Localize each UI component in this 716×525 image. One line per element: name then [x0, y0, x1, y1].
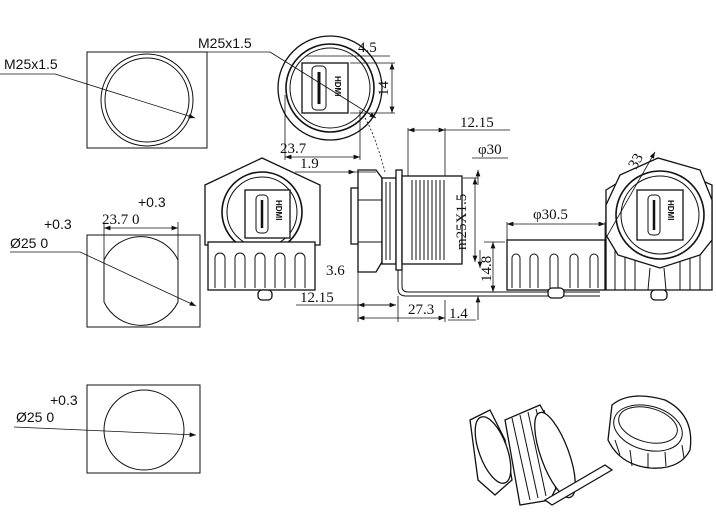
- top-view-connector: HDMI M25x1.5 4.5 14 23.7: [198, 35, 395, 173]
- top-view-dim-a: 4.5: [358, 40, 377, 56]
- cutout-3-dia-label: Ø25 0: [16, 409, 54, 425]
- side-view-dim-thread: m25X1.5: [454, 194, 470, 250]
- panel-cutout-3: +0.3 Ø25 0: [13, 384, 201, 474]
- cutout-2-width-label: 23.7 0: [102, 212, 140, 228]
- side-view-dim-cap-height: 14.8: [479, 256, 495, 282]
- right-view-connector: HDMI 33: [605, 151, 713, 301]
- side-view-dim-thread-length: 12.15: [460, 115, 494, 131]
- side-view-connector: 12.15 φ30 1.9 m25X1.5 3.6 12.15 27.3 1.4…: [295, 115, 600, 322]
- cutout-2-width-tolerance: +0.3: [138, 194, 166, 210]
- side-view-dim-flange: 1.4: [449, 306, 468, 322]
- side-view-dim-nut: 3.6: [326, 263, 345, 279]
- side-view-dim-total: 27.3: [408, 302, 434, 318]
- isometric-view: [469, 395, 692, 506]
- side-view-dim-panel: 1.9: [300, 156, 319, 172]
- cap-side-view: φ30.5: [506, 207, 606, 299]
- cap-dim-diameter: φ30.5: [533, 207, 568, 223]
- side-view-dim-nut-length: 12.15: [300, 290, 334, 306]
- cutout-2-dia-tolerance: +0.3: [44, 216, 72, 232]
- panel-cutout-1: M25x1.5: [0, 51, 208, 149]
- right-view-hdmi-text: HDMI: [666, 200, 675, 220]
- right-view-dim-hex: 33: [626, 151, 647, 172]
- cutout-1-thread-label: M25x1.5: [4, 56, 58, 72]
- top-view-dim-c: 23.7: [280, 141, 307, 157]
- side-view-dim-flange-dia: φ30: [478, 142, 502, 158]
- panel-cutout-2: +0.3 23.7 0 +0.3 Ø25 0: [10, 194, 201, 328]
- front-view-hdmi-text: HDMI: [274, 200, 283, 220]
- top-view-thread-label: M25x1.5: [198, 35, 252, 51]
- top-view-dim-b: 14: [376, 81, 392, 97]
- cutout-3-dia-tolerance: +0.3: [50, 392, 78, 408]
- cutout-2-dia-label: Ø25 0: [10, 235, 48, 251]
- top-view-hdmi-text: HDMI: [333, 76, 342, 96]
- front-view-connector: HDMI: [204, 157, 321, 301]
